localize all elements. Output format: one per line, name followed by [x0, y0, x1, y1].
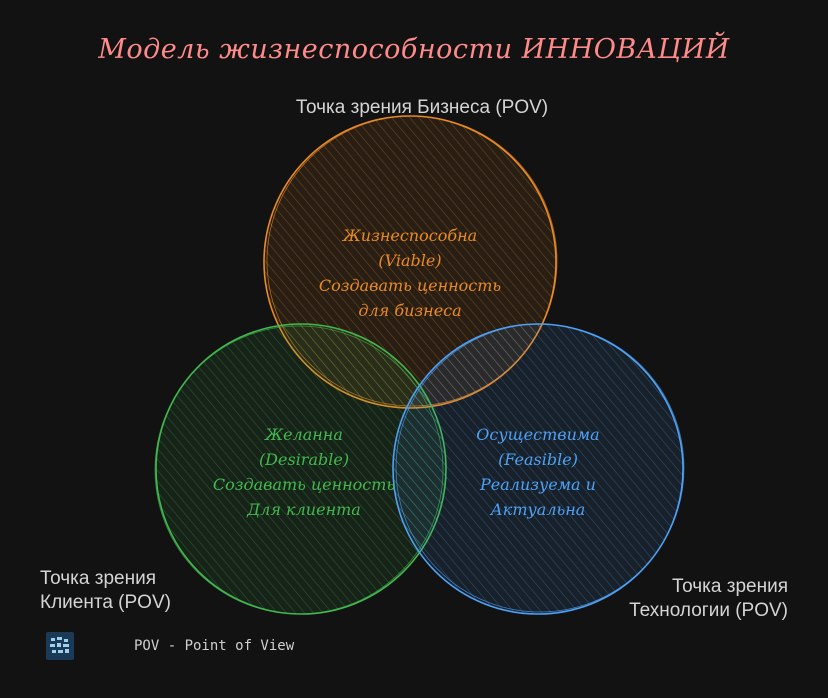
- grid-logo-icon: [46, 632, 74, 660]
- circle-text-line: для бизнеса: [358, 301, 462, 320]
- pov-tech-line: Точка зрения: [672, 576, 788, 597]
- circle-client[interactable]: [154, 323, 447, 615]
- circle-text-line: Создавать ценность: [212, 475, 396, 494]
- circle-text-line: Для клиента: [247, 500, 361, 519]
- circle-text-line: Жизнеспособна: [342, 226, 478, 245]
- circle-text-line: (Viable): [378, 251, 442, 270]
- circle-text-line: (Desirable): [258, 450, 350, 469]
- pov-tech-line: Технологии (POV): [629, 600, 788, 621]
- circle-text-line: Осуществима: [476, 425, 600, 444]
- circle-text-line: Создавать ценность: [318, 276, 502, 295]
- footnote: POV - Point of View: [134, 638, 295, 654]
- circle-text-line: Реализуема и: [480, 475, 596, 494]
- circle-technology[interactable]: [392, 323, 685, 615]
- pov-client-label: Точка зрения Клиента (POV): [40, 567, 171, 615]
- business-circle-text: Жизнеспособна (Viable) Создавать ценност…: [280, 223, 540, 323]
- pov-tech-label: Точка зрения Технологии (POV): [629, 575, 788, 623]
- pov-client-line: Точка зрения: [40, 568, 156, 589]
- circle-text-line: Желанна: [265, 425, 343, 444]
- page-title: Модель жизнеспособности ИННОВАЦИЙ: [98, 34, 730, 65]
- pov-business-text: Точка зрения Бизнеса (POV): [295, 97, 549, 118]
- technology-circle-text: Осуществима (Feasible) Реализуема и Акту…: [408, 422, 668, 522]
- pov-client-line: Клиента (POV): [40, 592, 171, 613]
- circle-text-line: Актуальна: [490, 500, 586, 519]
- client-circle-text: Желанна (Desirable) Создавать ценность Д…: [174, 422, 434, 522]
- pov-business-label: Точка зрения Бизнеса (POV): [0, 96, 828, 120]
- circle-text-line: (Feasible): [498, 450, 578, 469]
